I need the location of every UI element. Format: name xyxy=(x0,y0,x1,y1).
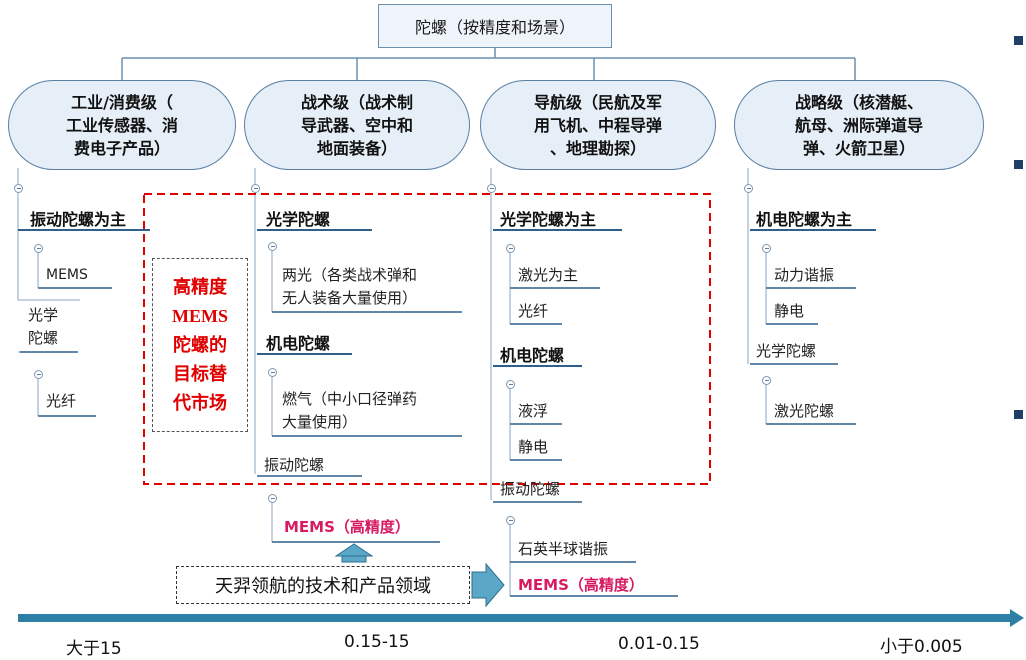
category-line: 战术级（战术制 xyxy=(300,92,413,112)
industrial-optical: 光学 陀螺 xyxy=(28,304,58,350)
category-line: 用飞机、中程导弹 xyxy=(533,115,662,135)
strategic-electro-head: 机电陀螺为主 xyxy=(756,210,853,229)
industrial-fiber: 光纤 xyxy=(46,392,77,410)
category-line: 战略级（核潜艇、 xyxy=(794,92,923,112)
note-line: 代市场 xyxy=(173,392,227,414)
tactical-optical-head: 光学陀螺 xyxy=(266,210,331,229)
collapse-toggle[interactable] xyxy=(762,376,771,385)
collapse-toggle[interactable] xyxy=(268,368,277,377)
optical-line: 光学 xyxy=(28,306,59,324)
collapse-toggle[interactable] xyxy=(744,184,753,193)
leaf-line: 大量使用） xyxy=(282,413,358,431)
navigation-liquid: 液浮 xyxy=(518,402,549,420)
navigation-electro-head: 机电陀螺 xyxy=(500,346,565,365)
tactical-mems-high: MEMS（高精度） xyxy=(284,518,410,536)
tactical-optical-leaf: 两光（各类战术弹和 无人装备大量使用） xyxy=(282,264,417,310)
category-line: 导武器、空中和 xyxy=(300,115,413,135)
collapse-toggle[interactable] xyxy=(34,370,43,379)
collapse-toggle[interactable] xyxy=(487,184,496,193)
mems-target-market-note: 高精度 MEMS 陀螺的 目标替 代市场 xyxy=(152,258,248,432)
axis-tick: 小于0.005 xyxy=(880,637,963,657)
axis-tick: 0.15-15 xyxy=(344,632,410,652)
category-line: 航母、洲际弹道导 xyxy=(794,115,923,135)
category-line: 工业/消费级（ xyxy=(71,92,173,112)
collapse-toggle[interactable] xyxy=(34,244,43,253)
note-line: 目标替 xyxy=(173,363,227,385)
navigation-vibration: 振动陀螺 xyxy=(500,480,561,498)
category-strategic: 战略级（核潜艇、 航母、洲际弹道导 弹、火箭卫星） xyxy=(734,80,984,170)
leaf-line: 无人装备大量使用） xyxy=(282,289,418,307)
root-title: 陀螺（按精度和场景） xyxy=(414,18,575,37)
navigation-laser: 激光为主 xyxy=(518,266,579,284)
navigation-fiber: 光纤 xyxy=(518,302,549,320)
slide-bullet xyxy=(1014,410,1023,419)
category-line: 地面装备） xyxy=(316,138,397,158)
category-line: 费电子产品） xyxy=(73,138,170,158)
root-node: 陀螺（按精度和场景） xyxy=(378,4,612,48)
note-line: 陀螺的 xyxy=(173,334,227,356)
category-line: 弹、火箭卫星） xyxy=(802,138,915,158)
category-navigation: 导航级（民航及军 用飞机、中程导弹 、地理勘探） xyxy=(480,80,716,170)
tactical-vibration: 振动陀螺 xyxy=(264,456,325,474)
strategic-laser: 激光陀螺 xyxy=(774,402,835,420)
category-line: 工业传感器、消 xyxy=(65,115,178,135)
navigation-mems-high: MEMS（高精度） xyxy=(518,576,644,594)
collapse-toggle[interactable] xyxy=(251,184,260,193)
axis-tick: 大于15 xyxy=(66,639,122,659)
slide-bullet xyxy=(1014,160,1023,169)
category-line: 、地理勘探） xyxy=(549,138,646,158)
category-line: 导航级（民航及军 xyxy=(533,92,662,112)
strategic-dynamic: 动力谐振 xyxy=(774,266,835,284)
note-line: MEMS xyxy=(172,305,228,326)
leaf-line: 燃气（中小口径弹药 xyxy=(282,390,418,408)
industrial-mems: MEMS xyxy=(46,267,88,283)
leaf-line: 两光（各类战术弹和 xyxy=(282,266,418,284)
collapse-toggle[interactable] xyxy=(268,494,277,503)
collapse-toggle[interactable] xyxy=(506,380,515,389)
collapse-toggle[interactable] xyxy=(268,242,277,251)
industrial-head: 振动陀螺为主 xyxy=(30,210,127,229)
slide-bullet xyxy=(1014,36,1023,45)
axis-tick: 0.01-0.15 xyxy=(618,634,700,654)
navigation-hrg: 石英半球谐振 xyxy=(518,540,609,558)
tianyi-label-text: 天羿领航的技术和产品领域 xyxy=(215,576,431,597)
navigation-electrostatic: 静电 xyxy=(518,438,549,456)
strategic-electrostatic: 静电 xyxy=(774,302,805,320)
tactical-electro-leaf: 燃气（中小口径弹药 大量使用） xyxy=(282,388,417,434)
collapse-toggle[interactable] xyxy=(14,184,23,193)
optical-line: 陀螺 xyxy=(28,329,59,347)
tianyi-domain-label: 天羿领航的技术和产品领域 xyxy=(176,566,470,604)
category-industrial: 工业/消费级（ 工业传感器、消 费电子产品） xyxy=(8,80,236,170)
category-tactical: 战术级（战术制 导武器、空中和 地面装备） xyxy=(244,80,470,170)
collapse-toggle[interactable] xyxy=(506,244,515,253)
navigation-optical-head: 光学陀螺为主 xyxy=(500,210,597,229)
strategic-optical: 光学陀螺 xyxy=(756,342,817,360)
note-line: 高精度 xyxy=(173,276,227,298)
collapse-toggle[interactable] xyxy=(762,244,771,253)
collapse-toggle[interactable] xyxy=(506,516,515,525)
tactical-electro-head: 机电陀螺 xyxy=(266,334,331,353)
